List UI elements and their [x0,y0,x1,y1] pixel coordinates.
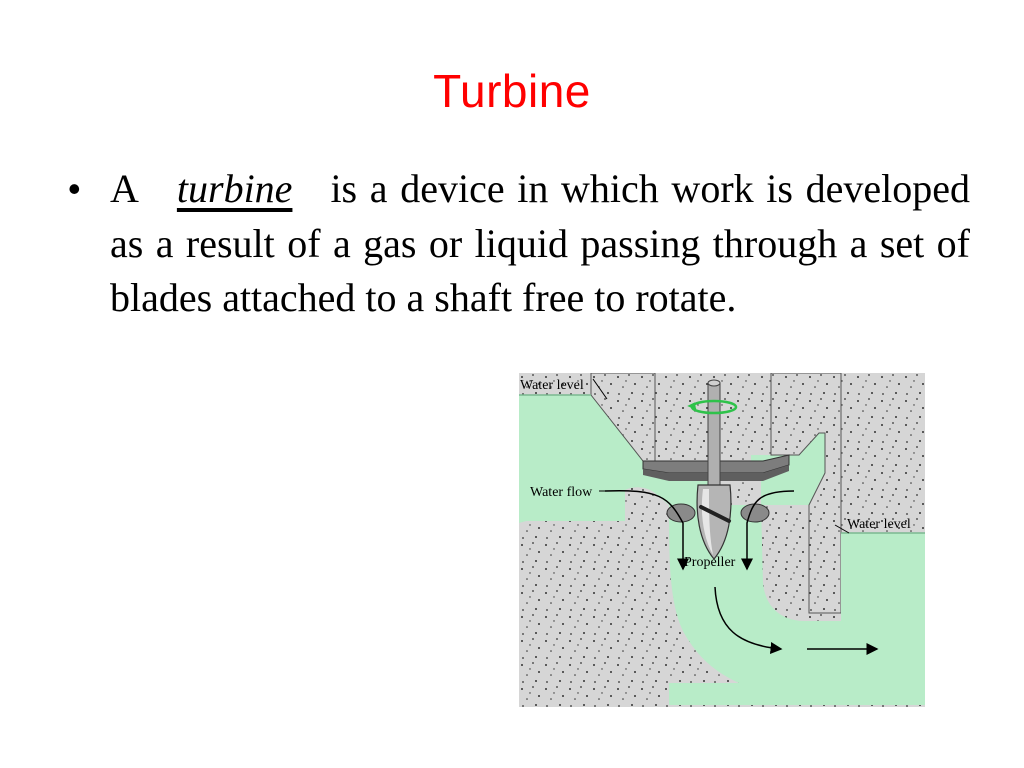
bullet-term: turbine [176,166,293,211]
label-water-level-right: Water level [847,517,911,532]
flow-arrow-right [741,490,795,571]
turbine-shaft [707,382,721,488]
downstream-water [841,533,925,703]
label-propeller: Propeller [684,555,736,570]
flow-arrow-curve [714,586,783,654]
flow-arrow-left [604,489,689,571]
bullet-prefix: A [110,166,139,211]
turbine-diagram: Water level Water flow Propeller Water l… [519,373,925,707]
propeller-blade [699,505,731,523]
bullet-paragraph: A turbine is a device in which work is d… [110,162,970,326]
slide-title: Turbine [433,65,591,117]
label-water-flow: Water flow [530,485,593,500]
bullet-marker: • [68,168,81,209]
label-water-level-left: Water level [520,378,584,393]
wicket-gate-right [740,503,770,523]
bullet-body: is a device in which work is developed a… [110,166,971,320]
